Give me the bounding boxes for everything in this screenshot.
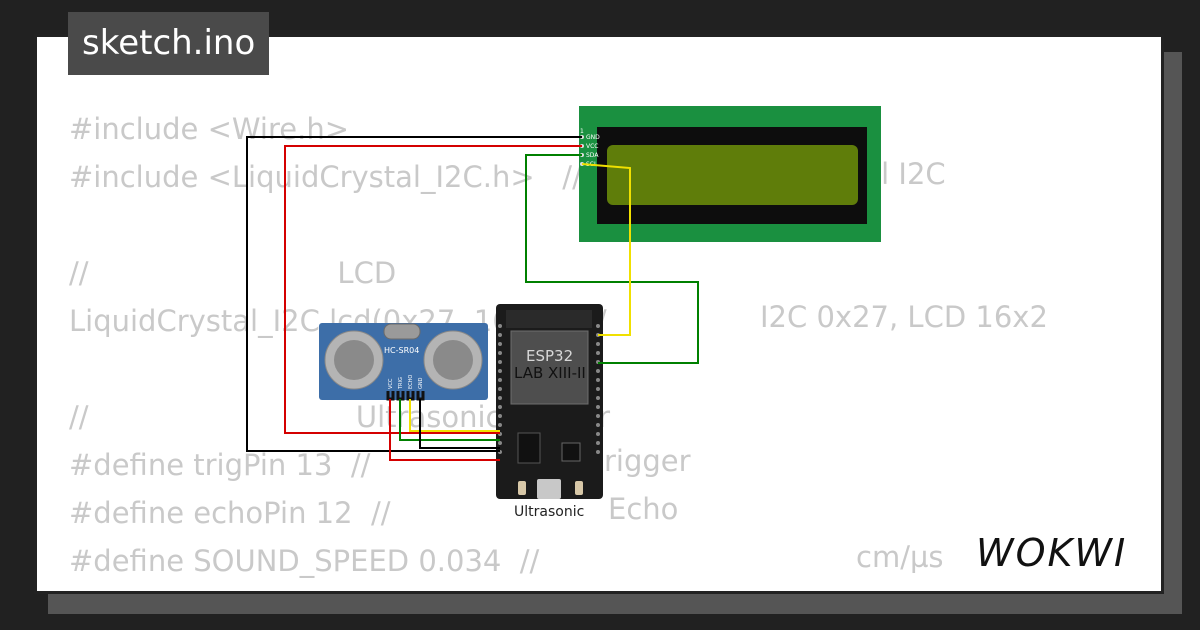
wire-echo-sensor [409, 399, 500, 432]
esp32-pin [498, 369, 502, 373]
esp32-en-button [575, 481, 583, 495]
ultrasonic-sensor[interactable]: HC-SR04 VCC TRIG ECHO GND [319, 323, 488, 401]
code-line: // LCD [69, 256, 397, 290]
lcd-pin-gnd: GND [586, 134, 600, 141]
esp32-pin [596, 432, 600, 436]
esp32-right-pins [596, 324, 600, 454]
wire-vcc-lcd [284, 145, 582, 434]
esp32-pin [498, 405, 502, 409]
esp32-chip-label: ESP32 [526, 347, 573, 365]
code-fragment: Echo [608, 492, 679, 526]
esp32-pin [596, 369, 600, 373]
code-fragment: rigger [604, 444, 691, 478]
esp32-caption: Ultrasonic [514, 504, 584, 520]
esp32-shield [510, 330, 589, 405]
esp32-pin [596, 414, 600, 418]
esp32-usb-chip [561, 442, 581, 462]
wire-vcc-sensor [389, 399, 500, 461]
esp32-regulator [517, 432, 541, 464]
lcd-module[interactable]: 1 GND VCC SDA SCL [579, 106, 881, 242]
code-fragment: I2C 0x27, LCD 16x2 [760, 300, 1048, 334]
esp32-pin [596, 342, 600, 346]
sensor-receiver-mesh [433, 340, 473, 380]
wire-gnd-sensor [419, 399, 500, 449]
esp32-boot-button [518, 481, 526, 495]
wires [246, 136, 699, 461]
esp32-pin [596, 351, 600, 355]
sensor-pin-trig: TRIG [398, 377, 404, 390]
lcd-pin1-label: 1 [580, 128, 584, 135]
esp32-pin [498, 351, 502, 355]
esp32-pin [596, 441, 600, 445]
esp32-board[interactable]: ESP32 LAB XIII-II Ultrasonic [496, 304, 603, 520]
wire-sda-lcd [525, 154, 699, 364]
esp32-pin [596, 423, 600, 427]
sensor-crystal [383, 323, 421, 340]
esp32-pin [596, 324, 600, 328]
wire-trig-sensor [399, 399, 500, 441]
esp32-pin [596, 450, 600, 454]
sensor-transmitter-mesh [334, 340, 374, 380]
code-line: #include <Wire.h> [69, 112, 350, 146]
wokwi-logo-text: WOKWI [976, 531, 1127, 575]
esp32-pin [596, 378, 600, 382]
esp32-pin [498, 360, 502, 364]
esp32-antenna [506, 310, 592, 328]
lcd-pin-vcc: VCC [586, 143, 598, 150]
esp32-pin [596, 387, 600, 391]
esp32-pin [498, 333, 502, 337]
esp32-left-pins [498, 324, 502, 454]
sensor-pin-echo: ECHO [408, 375, 414, 389]
code-line: #define SOUND_SPEED 0.034 // [69, 544, 540, 578]
esp32-pin [498, 324, 502, 328]
esp32-pin [596, 396, 600, 400]
esp32-pin [498, 423, 502, 427]
wire-gnd-lcd [246, 136, 582, 452]
esp32-pin [498, 387, 502, 391]
esp32-pin [498, 414, 502, 418]
esp32-module-label: LAB XIII-II [514, 364, 586, 382]
lcd-screen [607, 145, 858, 205]
code-line: #define echoPin 12 // [69, 496, 391, 530]
esp32-pin [596, 405, 600, 409]
sensor-pin-vcc: VCC [388, 378, 394, 389]
wokwi-logo: WOKWI [976, 531, 1127, 575]
sketch-title[interactable]: sketch.ino [68, 12, 270, 75]
wire-scl-lcd [581, 163, 631, 336]
esp32-pin [498, 378, 502, 382]
code-fragment: cm/µs [856, 540, 944, 574]
esp32-pin [498, 342, 502, 346]
code-line: #define trigPin 13 // [69, 448, 371, 482]
sensor-pin-gnd: GND [418, 377, 424, 389]
esp32-pin [498, 441, 502, 445]
lcd-pin-sda: SDA [586, 152, 599, 159]
code-line: #include <LiquidCrystal_I2C.h> // [69, 160, 582, 194]
esp32-pin [498, 396, 502, 400]
sensor-label: HC-SR04 [384, 346, 419, 355]
esp32-usb-port [537, 479, 561, 499]
